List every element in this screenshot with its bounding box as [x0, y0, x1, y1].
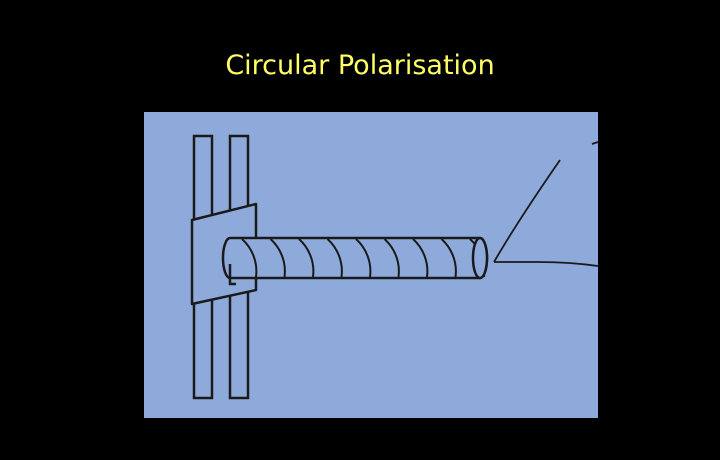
helix-winding: [412, 238, 429, 278]
slide-title: Circular Polarisation: [225, 50, 495, 81]
helix-winding: [269, 238, 286, 278]
wave-curve: [493, 159, 561, 263]
helix-winding: [383, 238, 400, 278]
helix-winding: [298, 238, 315, 278]
helix-winding: [241, 238, 258, 278]
wave-tip-mark: [591, 141, 598, 145]
antenna-diagram: [144, 112, 598, 418]
helix-winding: [326, 238, 343, 278]
feed-hook: [228, 264, 236, 286]
helix-winding: [355, 238, 372, 278]
helix-winding: [440, 238, 457, 278]
wave-baseline: [494, 261, 598, 267]
helix-end-cap: [471, 236, 489, 280]
antenna-diagram-svg: [144, 112, 598, 418]
